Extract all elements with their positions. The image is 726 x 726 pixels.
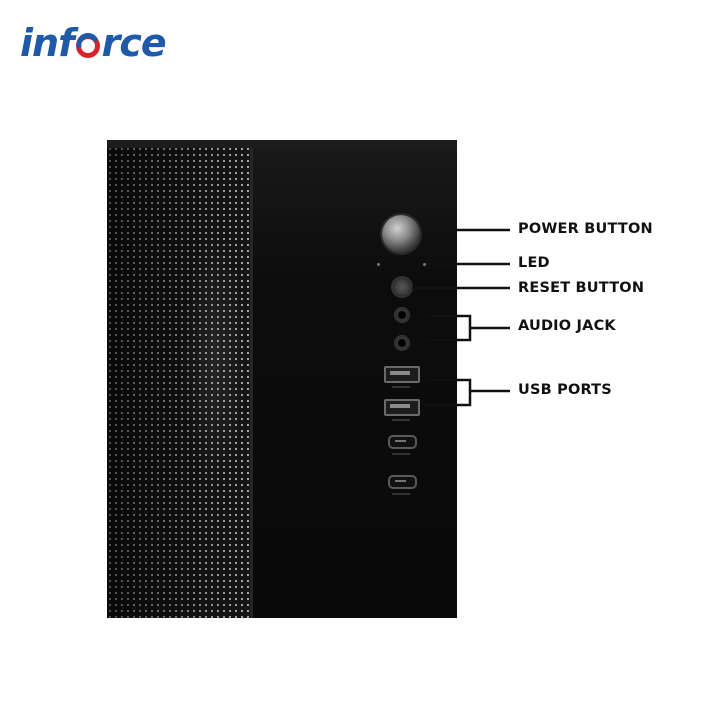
case-top-edge: [107, 140, 457, 148]
pc-case-front: [107, 140, 457, 618]
io-panel: [253, 140, 457, 618]
led-indicator-icon: [377, 263, 380, 266]
reset-button-label: RESET BUTTON: [518, 280, 645, 296]
usb-ports-label: USB PORTS: [518, 382, 612, 398]
logo-o-icon: [75, 33, 101, 59]
port-label-mark: [392, 493, 410, 495]
port-label-mark: [392, 453, 410, 455]
led-label: LED: [518, 255, 550, 271]
audio-jack-label: AUDIO JACK: [518, 318, 616, 334]
usb-c-port-icon: [388, 475, 417, 489]
logo-text-start: inf: [20, 21, 75, 65]
usb-c-port-icon: [388, 435, 417, 449]
mesh-edge: [250, 140, 253, 618]
power-button-icon: [382, 215, 420, 253]
brand-logo: inf rce: [20, 18, 167, 68]
led-indicator-icon: [423, 263, 426, 266]
mesh-highlight: [182, 230, 247, 490]
usb-a-port-icon: [384, 366, 420, 383]
usb-a-port-icon: [384, 399, 420, 416]
front-mesh-panel: [107, 140, 250, 618]
usb-callout-bracket: [426, 378, 510, 407]
audio-callout-bracket: [426, 314, 510, 342]
port-label-mark: [392, 419, 410, 421]
port-label-mark: [392, 386, 410, 388]
audio-jack-icon: [395, 336, 409, 350]
logo-text-end: rce: [101, 21, 167, 65]
power-button-label: POWER BUTTON: [518, 221, 653, 237]
audio-jack-icon: [395, 308, 409, 322]
reset-button-icon: [393, 278, 411, 296]
mesh-shading: [107, 140, 250, 618]
